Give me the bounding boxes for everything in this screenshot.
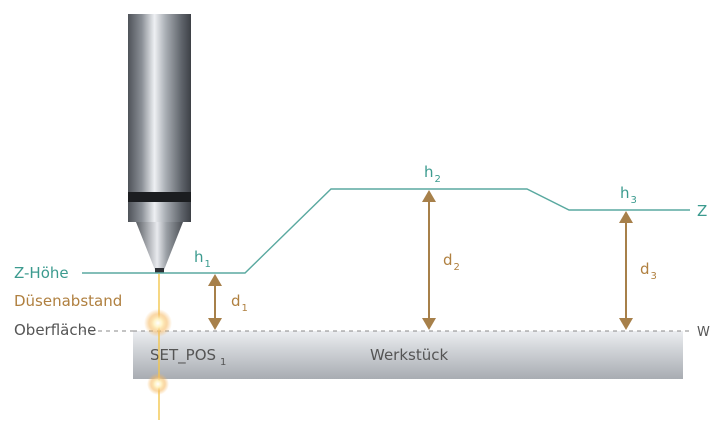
- nozzle-body: [128, 14, 191, 192]
- spark-top: [144, 309, 172, 337]
- height-label-h2: h2: [424, 163, 441, 185]
- arrow-d3-head-down: [619, 318, 633, 330]
- distance-label-d1: d1: [231, 292, 248, 314]
- z-axis-label: Z: [697, 202, 707, 220]
- duesenabstand-label: Düsenabstand: [14, 292, 122, 310]
- nozzle: [128, 14, 191, 273]
- arrow-d1-head-down: [208, 318, 222, 330]
- distance-arrow-d1: [208, 274, 222, 330]
- w-axis-label: W: [697, 325, 710, 340]
- distance-label-d2: d2: [443, 251, 460, 273]
- nozzle-band: [128, 192, 191, 202]
- height-label-h3: h3: [620, 184, 637, 206]
- z-height-profile: [82, 188, 690, 274]
- nozzle-orifice: [155, 268, 164, 273]
- spark-bottom: [147, 373, 169, 395]
- distance-arrow-d3: [619, 211, 633, 330]
- nozzle-collar: [128, 202, 191, 222]
- workpiece-block: [133, 331, 683, 379]
- distance-label-d3: d3: [640, 260, 657, 282]
- arrow-d1-head-up: [208, 274, 222, 286]
- arrow-d2-head-down: [422, 318, 436, 330]
- height-label-h1: h1: [194, 248, 211, 270]
- oberflaeche-label: Oberfläche: [14, 321, 96, 339]
- arrow-d3-head-up: [619, 211, 633, 223]
- distance-arrow-d2: [422, 190, 436, 330]
- z-hoehe-label: Z-Höhe: [14, 264, 69, 282]
- nozzle-tip: [136, 222, 183, 270]
- arrow-d2-head-up: [422, 190, 436, 202]
- laser-beam: [144, 274, 172, 420]
- workpiece-label: Werkstück: [370, 346, 448, 364]
